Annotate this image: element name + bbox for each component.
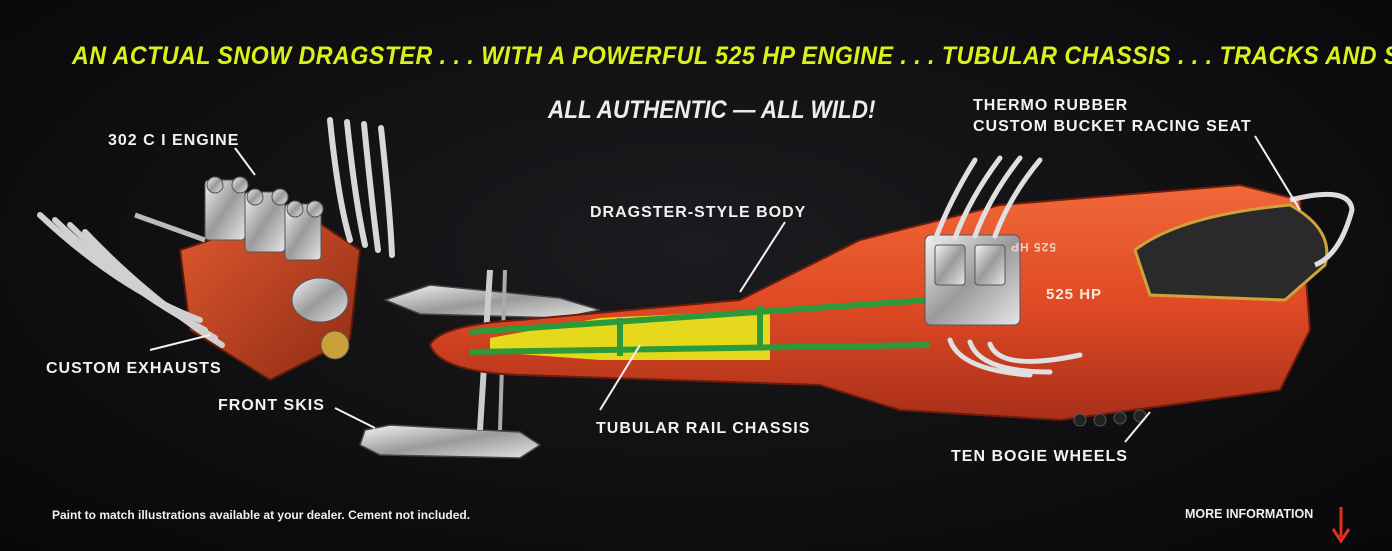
callout-chassis: TUBULAR RAIL CHASSIS	[596, 420, 811, 437]
decal-hp-upper: 525 HP	[1010, 240, 1057, 254]
engine-illustration	[37, 117, 395, 382]
callout-seat-line1: THERMO RUBBER	[973, 97, 1129, 114]
callout-seat-line2: CUSTOM BUCKET RACING SEAT	[973, 118, 1252, 135]
callout-bogie-wheels: TEN BOGIE WHEELS	[951, 448, 1128, 465]
footnote: Paint to match illustrations available a…	[52, 508, 471, 522]
arrow-down-icon[interactable]	[1331, 505, 1351, 545]
headline: AN ACTUAL SNOW DRAGSTER . . . WITH A POW…	[72, 42, 1392, 70]
subhead: ALL AUTHENTIC — ALL WILD!	[548, 96, 876, 124]
more-information-link[interactable]: MORE INFORMATION	[1185, 507, 1314, 521]
callout-exhausts: CUSTOM EXHAUSTS	[46, 360, 222, 377]
callout-body: DRAGSTER-STYLE BODY	[590, 204, 807, 221]
callout-front-skis: FRONT SKIS	[218, 397, 325, 414]
callout-leader-lines	[149, 135, 1301, 443]
callout-seat: THERMO RUBBER CUSTOM BUCKET RACING SEAT	[973, 95, 1252, 137]
decal-hp-side: 525 HP	[1046, 286, 1103, 303]
dragster-body-illustration	[428, 155, 1355, 427]
callout-engine: 302 C I ENGINE	[108, 132, 240, 149]
front-skis-illustration	[359, 269, 601, 459]
